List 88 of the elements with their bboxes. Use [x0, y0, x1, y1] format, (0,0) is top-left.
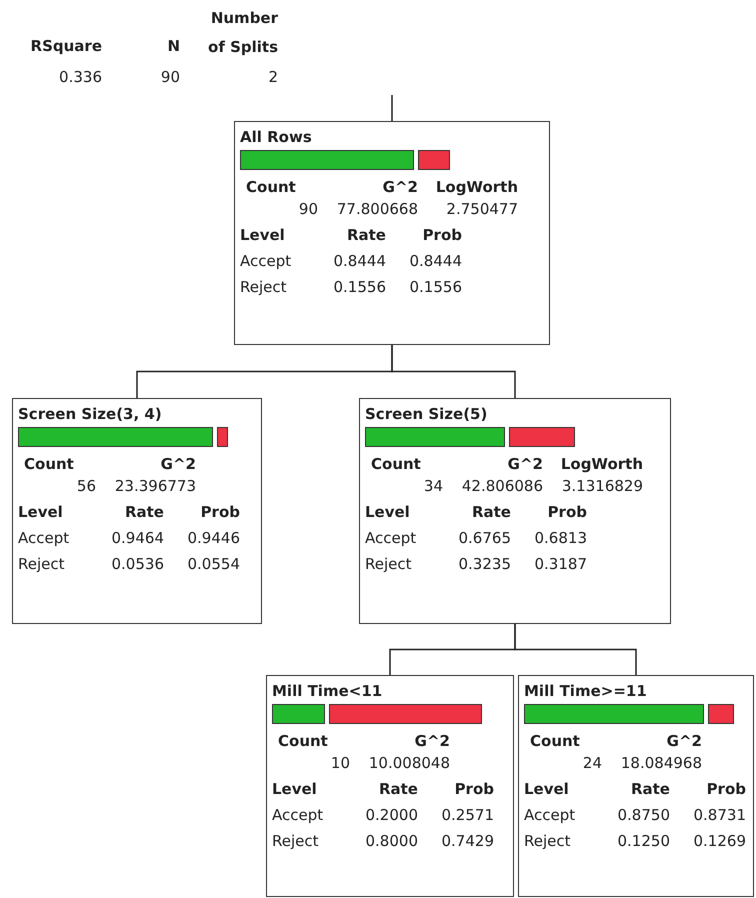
column-header: Count — [24, 455, 75, 473]
cell-value: 0.8731 — [692, 806, 746, 824]
column-header: N — [166, 37, 180, 55]
cell-value: 0.2571 — [440, 806, 494, 824]
cell-value: 56 — [76, 477, 96, 495]
column-header: Count — [278, 732, 329, 750]
column-header: G^2 — [382, 178, 418, 196]
column-header: Count — [530, 732, 581, 750]
column-header: Level — [365, 503, 411, 521]
column-header: LogWorth — [434, 178, 518, 196]
cell-value: 77.800668 — [336, 200, 418, 218]
column-header: G^2 — [666, 732, 702, 750]
column-header: Level — [240, 226, 286, 244]
column-header: Rate — [630, 780, 670, 798]
cell-value: 34 — [422, 477, 443, 495]
cell-value: 10.008048 — [368, 754, 450, 772]
cell-value: 0.1250 — [616, 832, 670, 850]
column-header: Prob — [706, 780, 746, 798]
column-header: Level — [18, 503, 64, 521]
cell-value: 0.0536 — [110, 555, 164, 573]
summary-value: 0.336 — [58, 68, 102, 86]
column-header: Prob — [200, 503, 240, 521]
column-header: Count — [371, 455, 422, 473]
cell-value: 24 — [582, 754, 602, 772]
row-label: Accept — [524, 806, 576, 824]
column-header: G^2 — [506, 455, 543, 473]
cell-value: 0.9446 — [186, 529, 240, 547]
cell-value: 0.8444 — [332, 252, 386, 270]
cell-value: 0.2000 — [364, 806, 418, 824]
row-label: Accept — [240, 252, 292, 270]
column-header: Prob — [546, 503, 587, 521]
row-label: Reject — [18, 555, 66, 573]
column-header: Rate — [346, 226, 386, 244]
cell-value: 0.3235 — [458, 555, 511, 573]
column-header: LogWorth — [560, 455, 643, 473]
row-label: Reject — [365, 555, 413, 573]
cell-value: 0.1556 — [332, 278, 386, 296]
cell-value: 42.806086 — [460, 477, 543, 495]
cell-value: 0.9464 — [110, 529, 164, 547]
row-label: Accept — [272, 806, 324, 824]
column-header: Rate — [124, 503, 164, 521]
tree-node-box — [234, 121, 550, 345]
cell-value: 2.750477 — [445, 200, 518, 218]
tree-node-box — [518, 675, 754, 897]
column-header: G^2 — [160, 455, 196, 473]
column-header: Level — [272, 780, 318, 798]
cell-value: 0.7429 — [440, 832, 494, 850]
node-title: All Rows — [240, 128, 312, 146]
column-header: RSquare — [30, 37, 102, 55]
column-header: Level — [524, 780, 570, 798]
row-label: Accept — [365, 529, 418, 547]
row-label: Accept — [18, 529, 70, 547]
column-header: Count — [246, 178, 297, 196]
column-header: Rate — [470, 503, 511, 521]
cell-value: 90 — [298, 200, 318, 218]
cell-value: 0.8444 — [408, 252, 462, 270]
column-header: Rate — [378, 780, 418, 798]
column-header: Prob — [422, 226, 462, 244]
cell-value: 0.1556 — [408, 278, 462, 296]
cell-value: 3.1316829 — [560, 477, 643, 495]
cell-value: 0.0554 — [186, 555, 240, 573]
cell-value: 0.3187 — [534, 555, 587, 573]
tree-node-box — [359, 398, 671, 624]
column-header: Number of Splits — [207, 8, 278, 58]
column-header: Prob — [454, 780, 494, 798]
cell-value: 0.6765 — [458, 529, 511, 547]
row-label: Reject — [272, 832, 320, 850]
tree-node-box — [266, 675, 514, 897]
cell-value: 0.1269 — [692, 832, 746, 850]
tree-connector — [391, 95, 393, 121]
node-title: Mill Time<11 — [272, 682, 382, 700]
tree-node-box — [12, 398, 262, 624]
node-title: Mill Time>=11 — [524, 682, 647, 700]
cell-value: 0.8000 — [364, 832, 418, 850]
summary-value: 90 — [160, 68, 180, 86]
node-title: Screen Size(5) — [365, 405, 488, 423]
column-header: G^2 — [414, 732, 450, 750]
cell-value: 18.084968 — [620, 754, 702, 772]
row-label: Reject — [524, 832, 572, 850]
row-label: Reject — [240, 278, 288, 296]
cell-value: 0.6813 — [534, 529, 587, 547]
cell-value: 23.396773 — [114, 477, 196, 495]
cell-value: 10 — [330, 754, 350, 772]
summary-value: 2 — [267, 68, 278, 86]
tree-connector — [514, 624, 637, 675]
cell-value: 0.8750 — [616, 806, 670, 824]
tree-connector — [391, 345, 516, 398]
node-title: Screen Size(3, 4) — [18, 405, 162, 423]
